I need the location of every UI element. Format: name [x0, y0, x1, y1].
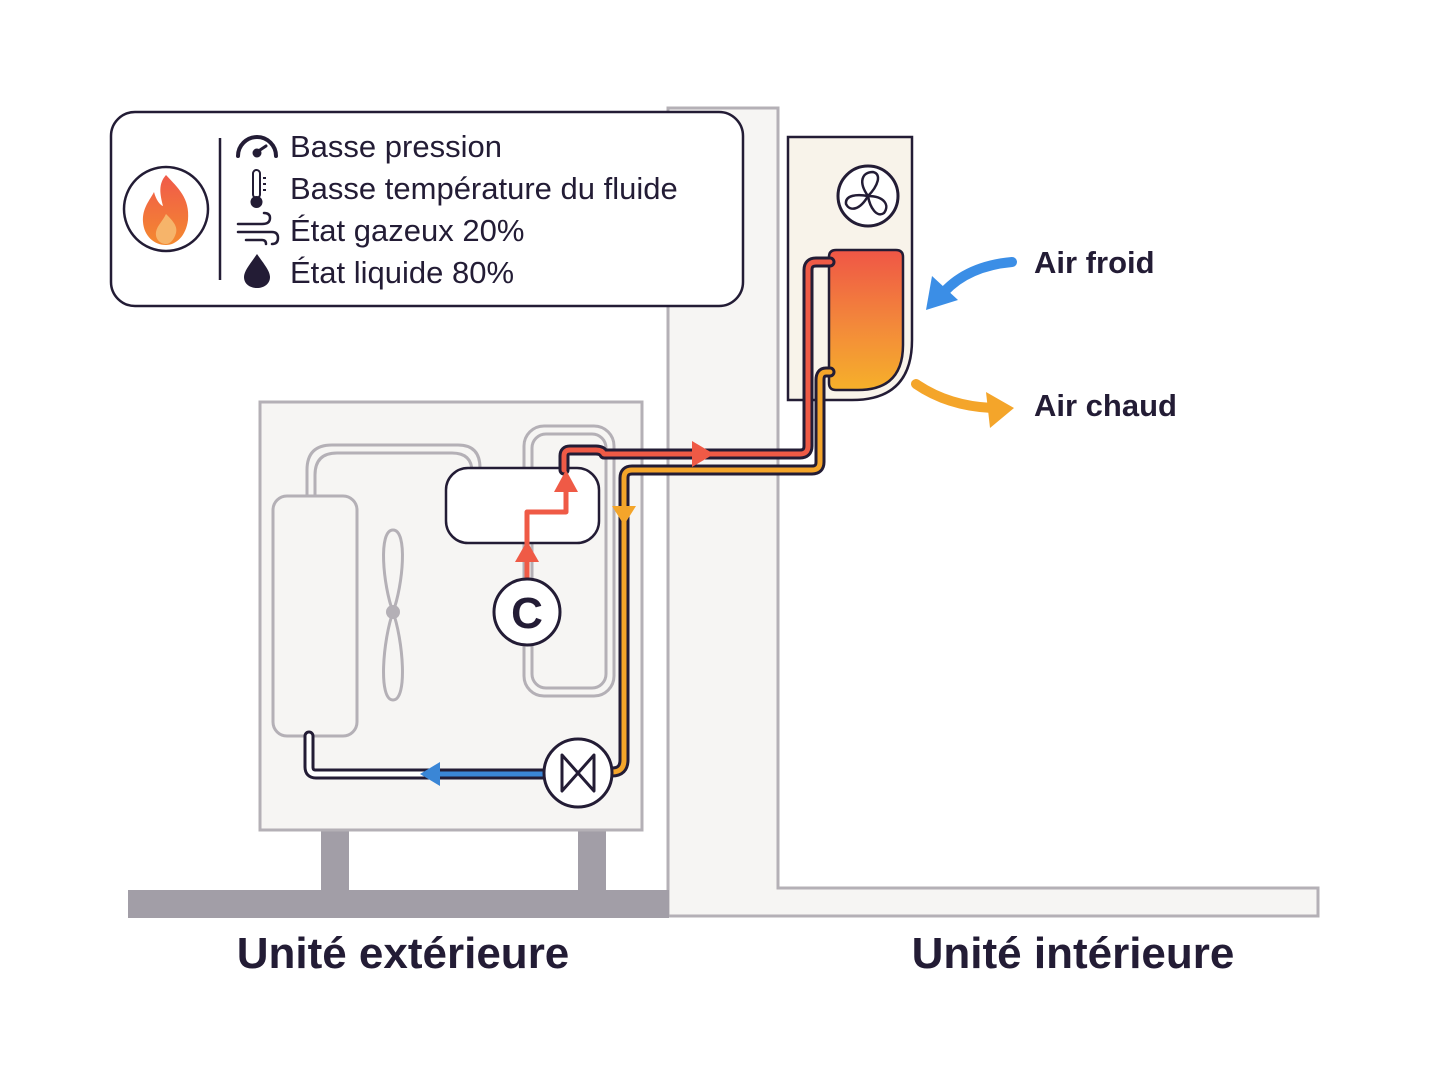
thermometer-icon [250, 169, 266, 208]
outdoor-unit-foot-left [321, 830, 349, 892]
legend-item-liquid-state: État liquide 80% [290, 255, 514, 290]
indoor-fan-icon [836, 164, 900, 228]
refrigerant-pipes [303, 256, 836, 780]
compressor-out-arrow [515, 541, 539, 562]
indoor-unit [786, 135, 914, 402]
warm-flow-arrow [612, 506, 636, 525]
outdoor-unit-label: Unité extérieure [237, 929, 570, 978]
cold-flow-arrow [420, 762, 440, 786]
outdoor-heat-exchanger [271, 494, 359, 738]
compressor: C [492, 577, 562, 647]
expansion-valve-icon [542, 737, 614, 809]
compressor-letter: C [511, 589, 543, 638]
flame-icon [122, 165, 210, 253]
ground [128, 890, 669, 918]
legend-item-gaseous-state: État gazeux 20% [290, 213, 524, 248]
water-drop-icon [244, 254, 270, 288]
outdoor-unit-foot-right [578, 830, 606, 892]
reversing-valve [444, 466, 601, 545]
wind-icon [236, 211, 280, 246]
pressure-gauge-icon [236, 135, 278, 158]
outdoor-fan-icon [382, 528, 404, 702]
legend: Basse pression Basse température du flui… [109, 110, 745, 308]
indoor-heat-exchanger [827, 248, 905, 392]
hot-flow-arrow [692, 441, 714, 467]
legend-item-low-temperature: Basse température du fluide [290, 171, 678, 206]
indoor-unit-label: Unité intérieure [912, 929, 1235, 978]
hot-air-arrow-icon [911, 379, 1014, 428]
cold-air-label: Air froid [1034, 245, 1155, 280]
valve-in-arrow [554, 470, 578, 492]
legend-item-low-pressure: Basse pression [290, 129, 502, 164]
hot-air-label: Air chaud [1034, 388, 1177, 423]
cold-air-arrow-icon [926, 257, 1017, 310]
flow-arrows [420, 441, 714, 786]
wall [666, 106, 1320, 918]
outdoor-unit [258, 400, 644, 832]
